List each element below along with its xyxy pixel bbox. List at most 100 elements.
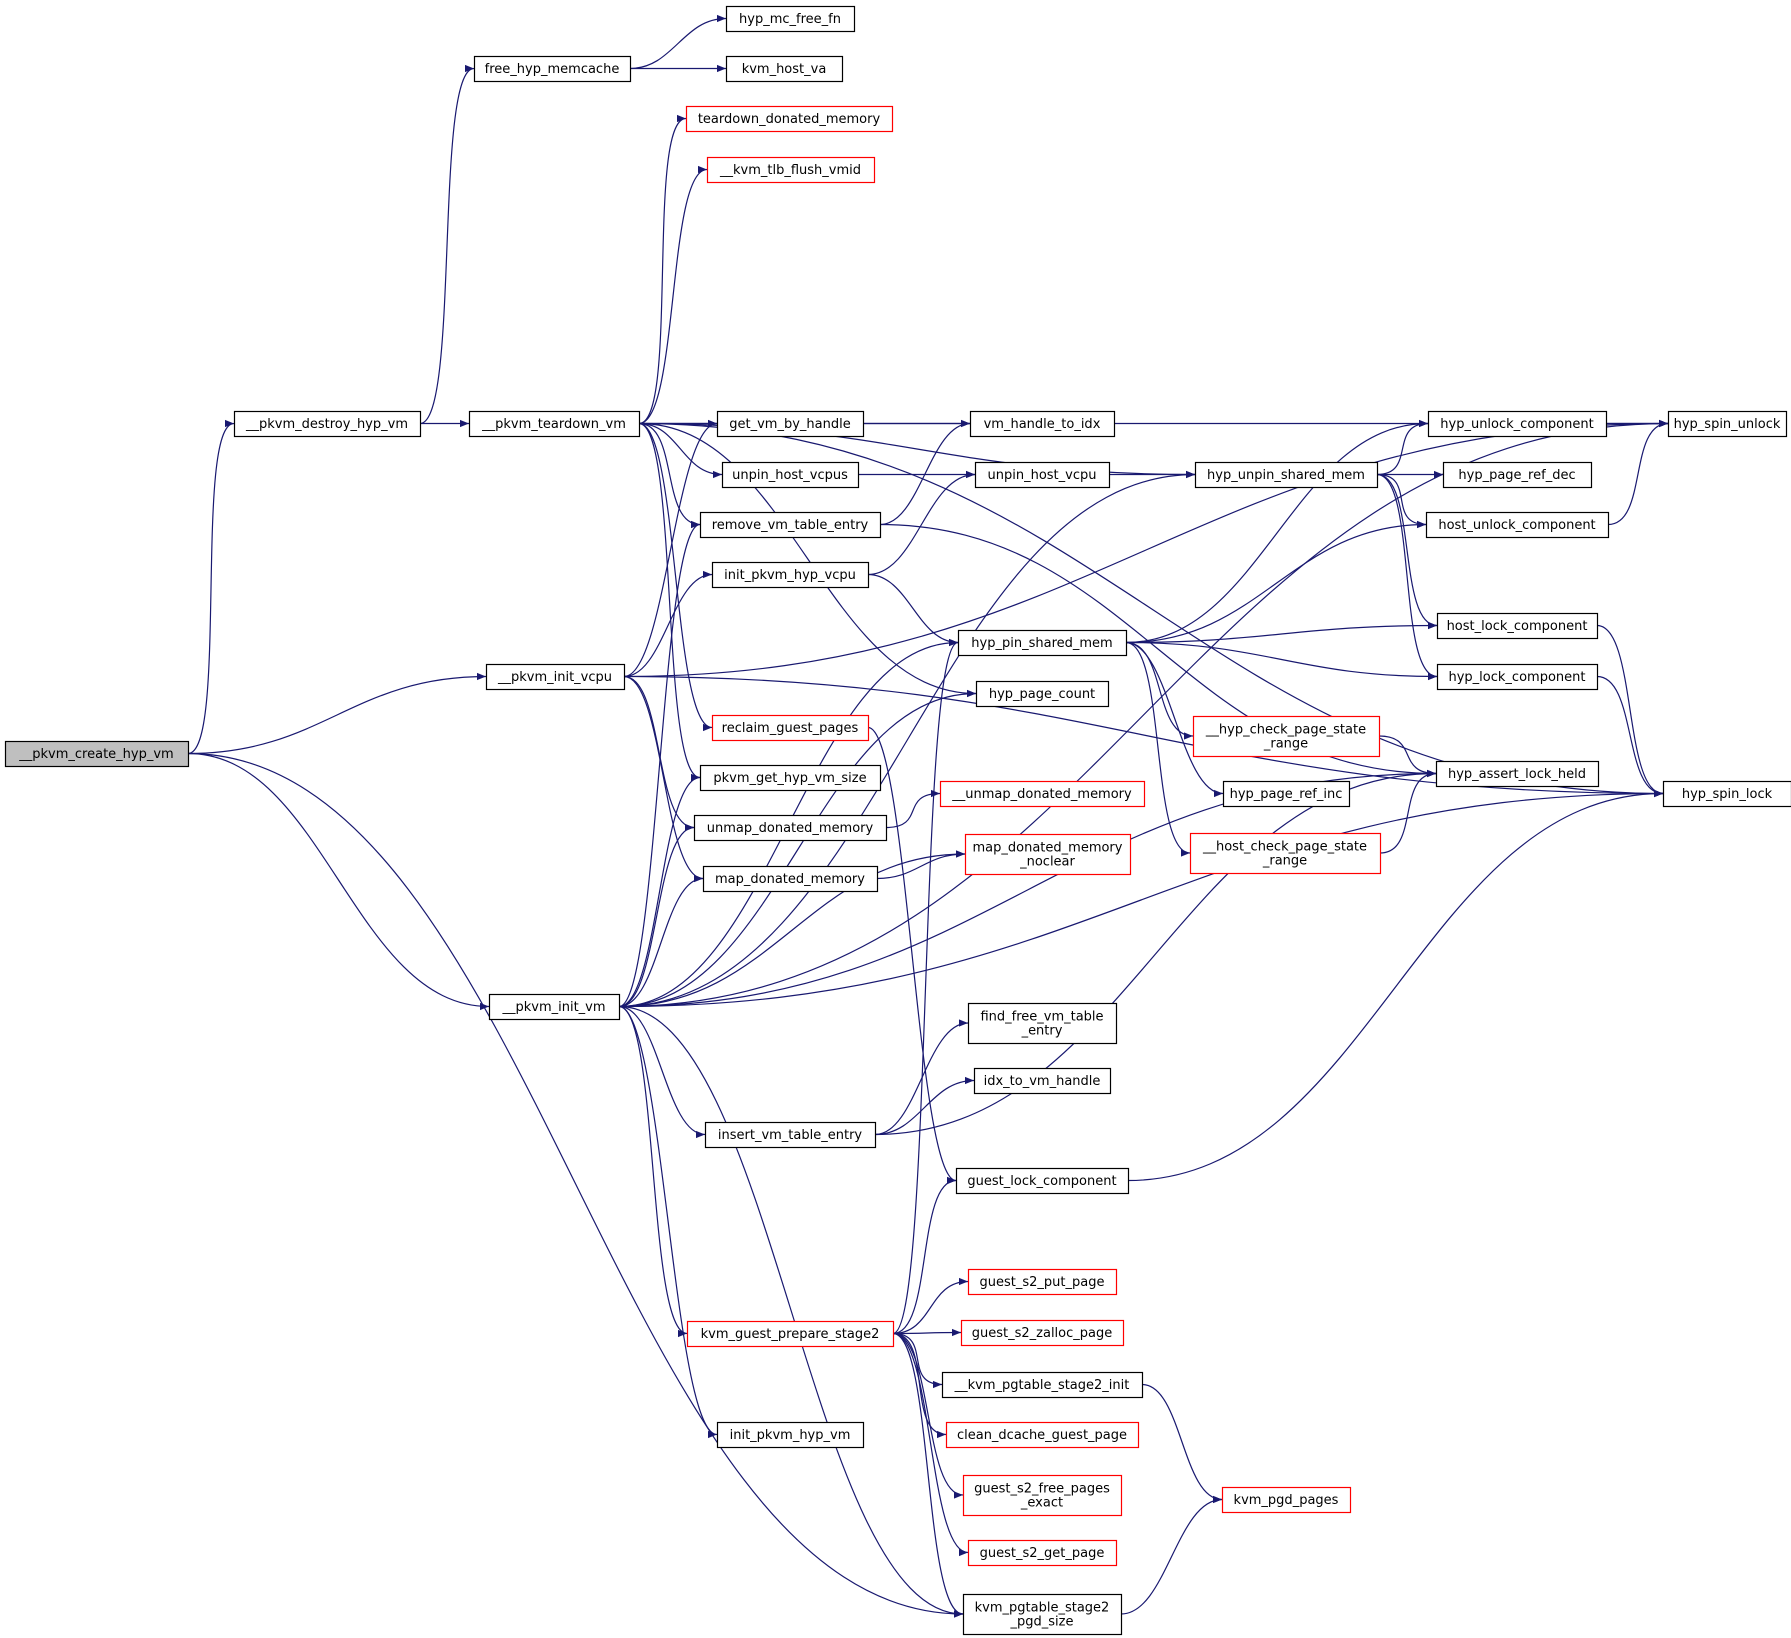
call-edge: [1596, 624, 1664, 798]
node-label: guest_s2_zalloc_page: [972, 1326, 1113, 1341]
function-node-prepare-s2[interactable]: kvm_guest_prepare_stage2: [686, 1320, 895, 1348]
function-node-host-unlock-comp[interactable]: host_unlock_component: [1425, 511, 1610, 539]
function-node-map-donated[interactable]: map_donated_memory: [702, 865, 879, 893]
call-edge: [1596, 675, 1664, 798]
node-label: hyp_unlock_component: [1440, 417, 1593, 432]
function-node-spin-lock[interactable]: hyp_spin_lock: [1662, 780, 1791, 808]
function-node-init-vcpu[interactable]: __pkvm_init_vcpu: [485, 663, 626, 691]
node-label: __pkvm_teardown_vm: [481, 417, 626, 432]
call-edge: [618, 789, 1664, 1008]
call-edge: [618, 419, 1669, 1008]
function-node-pgd-size[interactable]: kvm_pgtable_stage2_pgd_size: [962, 1593, 1123, 1636]
node-box: [473, 55, 632, 83]
function-node-hyp-check[interactable]: __hyp_check_page_state_range: [1192, 715, 1381, 758]
function-node-free-memcache[interactable]: free_hyp_memcache: [473, 55, 632, 83]
node-label: idx_to_vm_handle: [984, 1074, 1101, 1089]
call-edge: [623, 570, 713, 678]
node-label: guest_lock_component: [967, 1174, 1116, 1189]
node-box: [725, 55, 844, 83]
node-label: init_pkvm_hyp_vm: [730, 1428, 851, 1443]
function-node-s2-zalloc[interactable]: guest_s2_zalloc_page: [960, 1319, 1125, 1347]
node-box: [1222, 780, 1351, 808]
function-node-get-vm-size[interactable]: pkvm_get_hyp_vm_size: [699, 764, 882, 792]
function-node-find-free[interactable]: find_free_vm_table_entry: [967, 1002, 1118, 1045]
function-node-teardown-donated[interactable]: teardown_donated_memory: [685, 105, 894, 133]
call-edge: [892, 1328, 962, 1337]
node-box: [702, 865, 879, 893]
function-node-ref-inc[interactable]: hyp_page_ref_inc: [1222, 780, 1351, 808]
function-node-pgd-pages[interactable]: kvm_pgd_pages: [1221, 1486, 1352, 1514]
call-edge: [892, 1176, 957, 1335]
function-node-s2-put[interactable]: guest_s2_put_page: [967, 1268, 1118, 1296]
node-label: kvm_guest_prepare_stage2: [701, 1327, 880, 1342]
node-box: [1667, 410, 1788, 438]
function-node-host-lock-comp[interactable]: host_lock_component: [1436, 612, 1599, 640]
call-edge: [1607, 419, 1669, 526]
function-node-reclaim[interactable]: reclaim_guest_pages: [711, 714, 870, 742]
function-node-teardown-vm[interactable]: __pkvm_teardown_vm: [468, 410, 641, 438]
function-node-page-count[interactable]: hyp_page_count: [975, 680, 1110, 708]
function-node-handle-to-idx[interactable]: vm_handle_to_idx: [969, 410, 1116, 438]
function-node-unpin-shared[interactable]: hyp_unpin_shared_mem: [1194, 461, 1379, 489]
node-box: [960, 1319, 1125, 1347]
function-node-s2-get[interactable]: guest_s2_get_page: [967, 1539, 1118, 1567]
function-node-insert-entry[interactable]: insert_vm_table_entry: [704, 1121, 877, 1149]
function-node-init-hyp-vcpu[interactable]: init_pkvm_hyp_vcpu: [711, 561, 870, 589]
call-edge: [867, 470, 976, 576]
node-label: reclaim_guest_pages: [722, 721, 859, 736]
node-box: [716, 1421, 865, 1449]
node-label: map_donated_memory_noclear: [973, 841, 1123, 870]
node-box: [967, 1002, 1118, 1045]
call-edge: [638, 165, 708, 425]
node-label: __kvm_pgtable_stage2_init: [954, 1378, 1130, 1393]
call-edge: [1376, 473, 1438, 630]
function-node-ref-dec[interactable]: hyp_page_ref_dec: [1442, 461, 1593, 489]
function-node-hyp-lock-comp[interactable]: hyp_lock_component: [1436, 663, 1599, 691]
call-edge: [618, 1005, 964, 1618]
function-node-unmap-noclear[interactable]: __unmap_donated_memory: [939, 780, 1146, 808]
function-node-idx-to-handle[interactable]: idx_to_vm_handle: [973, 1067, 1112, 1095]
call-edge: [1125, 520, 1427, 644]
function-node-unpin-vcpu[interactable]: unpin_host_vcpu: [974, 461, 1111, 489]
function-node-pin-shared[interactable]: hyp_pin_shared_mem: [957, 629, 1128, 657]
node-box: [962, 1593, 1123, 1636]
node-box: [964, 833, 1132, 876]
node-box: [4, 740, 190, 768]
function-node-spin-unlock[interactable]: hyp_spin_unlock: [1667, 410, 1788, 438]
function-node-clean-dcache[interactable]: clean_dcache_guest_page: [945, 1421, 1140, 1449]
function-node-create-vm[interactable]: __pkvm_create_hyp_vm: [4, 740, 190, 768]
function-node-remove-entry[interactable]: remove_vm_table_entry: [699, 511, 882, 539]
node-label: __pkvm_destroy_hyp_vm: [245, 417, 408, 432]
node-label: hyp_lock_component: [1449, 670, 1586, 685]
function-node-guest-lock[interactable]: guest_lock_component: [955, 1167, 1130, 1195]
function-node-hyp-unlock-comp[interactable]: hyp_unlock_component: [1427, 410, 1608, 438]
node-box: [1442, 461, 1593, 489]
function-node-unpin-vcpus[interactable]: unpin_host_vcpus: [721, 461, 860, 489]
function-node-kvm-host-va[interactable]: kvm_host_va: [725, 55, 844, 83]
call-edge: [876, 850, 966, 880]
node-label: host_lock_component: [1447, 619, 1588, 634]
function-node-mc-free-fn[interactable]: hyp_mc_free_fn: [725, 5, 856, 33]
node-label: hyp_spin_lock: [1682, 787, 1773, 802]
function-node-unmap-donated[interactable]: unmap_donated_memory: [693, 814, 888, 842]
function-node-assert-lock[interactable]: hyp_assert_lock_held: [1435, 760, 1600, 788]
call-edge: [618, 1005, 706, 1139]
function-node-map-noclear[interactable]: map_donated_memory_noclear: [964, 833, 1132, 876]
function-node-init-vm[interactable]: __pkvm_init_vm: [488, 993, 621, 1021]
node-box: [1221, 1486, 1352, 1514]
function-node-tlb-flush[interactable]: __kvm_tlb_flush_vmid: [706, 156, 876, 184]
node-box: [955, 1167, 1130, 1195]
function-node-get-vm[interactable]: get_vm_by_handle: [716, 410, 865, 438]
function-node-init-hyp-vm[interactable]: init_pkvm_hyp_vm: [716, 1421, 865, 1449]
call-edge: [618, 1005, 718, 1439]
call-edge: [892, 1277, 969, 1335]
call-edge: [187, 752, 490, 1011]
function-node-host-check[interactable]: __host_check_page_state_range: [1189, 832, 1382, 875]
call-edge: [885, 789, 941, 829]
function-node-pgtable-init[interactable]: __kvm_pgtable_stage2_init: [941, 1371, 1144, 1399]
function-node-destroy-vm[interactable]: __pkvm_destroy_hyp_vm: [233, 410, 422, 438]
function-node-s2-free[interactable]: guest_s2_free_pages_exact: [962, 1474, 1123, 1517]
call-edge: [187, 752, 964, 1618]
node-label: kvm_pgtable_stage2_pgd_size: [975, 1601, 1110, 1630]
